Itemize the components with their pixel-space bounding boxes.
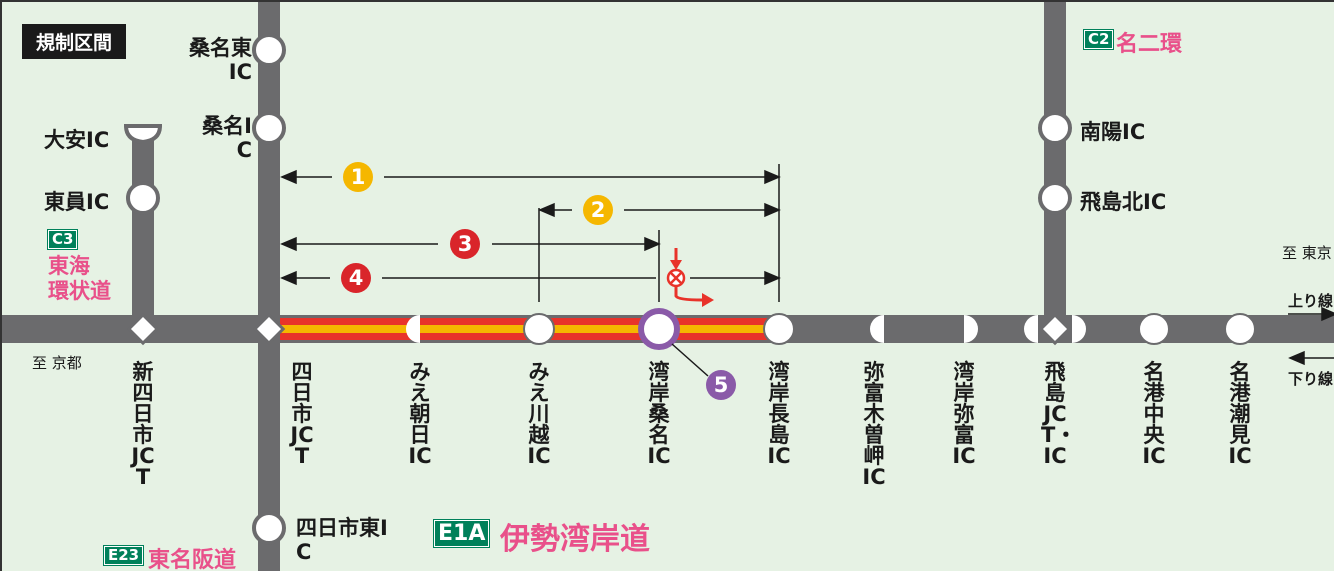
ic-marker-tobishima-east-half [1072, 315, 1086, 343]
section-num-2: 2 [583, 195, 613, 225]
label-mie-asahi-ic: みえ朝日IC [408, 360, 432, 468]
c3-road [132, 130, 154, 330]
ic-marker-yokkaichi-higashi [252, 511, 286, 545]
label-tobishima-kita-ic: 飛島北IC [1080, 190, 1167, 214]
route-name-c2: 名二環 [1116, 32, 1183, 57]
destination-west: 至 京都 [32, 354, 82, 372]
label-higashiin-ic: 東員IC [44, 190, 110, 214]
label-yokkaichi-higashi-ic: 四日市東IC [296, 516, 388, 564]
label-kuwana-ic: 桑名IC [202, 114, 252, 162]
section-num-5: 5 [706, 370, 736, 400]
ic-marker-taian [123, 124, 163, 145]
jct-marker-shin-yokkaichi [126, 312, 160, 346]
jct-marker-yokkaichi [252, 312, 286, 346]
label-shin-yokkaichi-jct: 新四日市JCT [131, 360, 155, 489]
ic-marker-meiko-shiomi [1224, 313, 1256, 345]
jct-marker-tobishima [1038, 312, 1072, 346]
section-num-3: 3 [450, 229, 480, 259]
section-num-4: 4 [341, 263, 371, 293]
ic-marker-meiko-chuo [1138, 313, 1170, 345]
label-up-line: 上り線 [1288, 292, 1334, 310]
ic-marker-wangan-nagashima [763, 313, 795, 345]
label-wangan-yatomi-ic: 湾岸弥富IC [952, 360, 976, 468]
ic-marker-wangan-kuwana [638, 308, 680, 350]
label-meiko-chuo-ic: 名港中央IC [1142, 360, 1166, 468]
map-title: 規制区間 [22, 24, 127, 59]
ic-marker-tobishima-west-half [1024, 315, 1038, 343]
route-name-e23: 東名阪道 [148, 548, 237, 571]
c2-road [1044, 2, 1066, 332]
ic-marker-nanyo [1038, 111, 1072, 145]
route-name-e1a: 伊勢湾岸道 [500, 522, 650, 557]
label-kuwana-higashi-ic: 桑名東IC [189, 36, 252, 84]
route-name-c3-line2: 環状道 [48, 279, 111, 303]
section-arrows [280, 164, 1334, 377]
ic-marker-mie-kawagoe [523, 313, 555, 345]
label-wangan-kuwana-ic: 湾岸桑名IC [647, 360, 671, 468]
label-mie-kawagoe-ic: みえ川越IC [527, 360, 551, 468]
section-num-1: 1 [343, 162, 373, 192]
badge-c3: C3 [46, 228, 79, 251]
destination-east: 至 東京 [1282, 244, 1332, 262]
e23-road [258, 2, 280, 571]
ic-marker-higashiin [126, 181, 160, 215]
ic-marker-yatomi-kisosaki [870, 315, 884, 343]
label-taian-ic: 大安IC [44, 128, 110, 152]
label-wangan-nagashima-ic: 湾岸長島IC [767, 360, 791, 468]
ic-marker-kuwana [252, 111, 286, 145]
badge-e1a: E1A [432, 518, 491, 549]
route-name-c3-line1: 東海 [48, 254, 90, 278]
label-down-line: 下り線 [1288, 370, 1334, 388]
ic-marker-wangan-yatomi [964, 315, 978, 343]
label-yatomi-kisosaki-ic: 弥富木曽岬IC [862, 360, 886, 489]
label-meiko-shiomi-ic: 名港潮見IC [1228, 360, 1252, 468]
ic-marker-tobishima-kita [1038, 181, 1072, 215]
label-yokkaichi-jct: 四日市JCT [290, 360, 314, 468]
label-nanyo-ic: 南陽IC [1080, 120, 1146, 144]
label-tobishima-jct-ic: 飛島JCT・IC [1041, 360, 1077, 468]
badge-e23: E23 [102, 544, 145, 567]
closure-exit-icon [666, 248, 714, 307]
ic-marker-mie-asahi [406, 315, 420, 343]
ic-marker-kuwana-higashi [252, 33, 286, 67]
badge-c2: C2 [1082, 28, 1115, 51]
